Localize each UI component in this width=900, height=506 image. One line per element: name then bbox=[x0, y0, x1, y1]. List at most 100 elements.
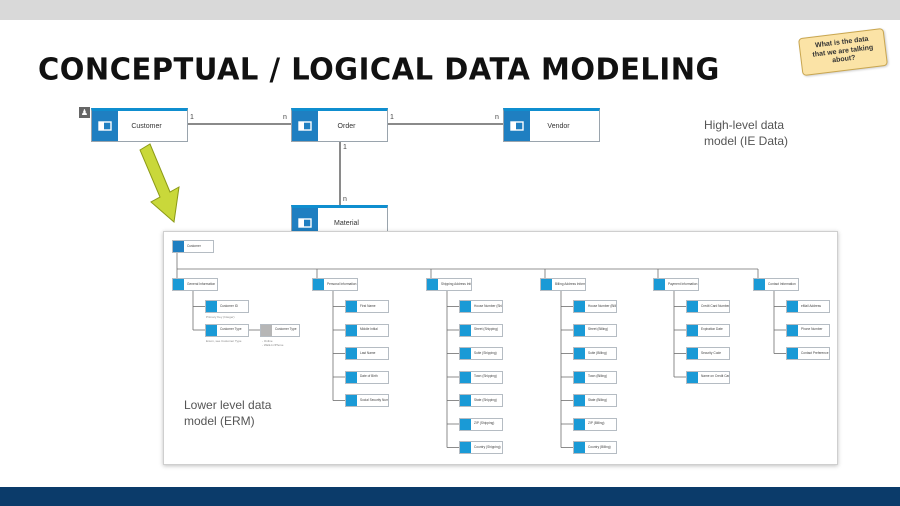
erm-connectors bbox=[176, 253, 786, 448]
erm-attribute-node[interactable]: Last Name bbox=[345, 347, 389, 360]
entity-label: Vendor bbox=[547, 122, 570, 130]
entity-vendor[interactable]: Vendor bbox=[503, 108, 600, 142]
relation-order-vendor bbox=[388, 123, 504, 125]
node-label: Shipping Address Information bbox=[441, 281, 472, 286]
attribute-icon bbox=[787, 348, 798, 359]
node-label: Customer bbox=[187, 243, 201, 248]
node-caption: - Walk-In/Phone bbox=[262, 342, 284, 347]
node-label: Phone Number bbox=[801, 327, 823, 332]
attribute-icon bbox=[460, 442, 471, 453]
attribute-icon bbox=[346, 395, 357, 406]
erm-attribute-node[interactable]: Phone Number bbox=[786, 323, 830, 337]
attribute-icon bbox=[346, 301, 357, 312]
attribute-icon bbox=[206, 301, 217, 312]
erm-attribute-node[interactable]: Street (Shipping) bbox=[459, 323, 503, 337]
entity-label: Customer bbox=[131, 122, 162, 130]
entity-label: Order bbox=[337, 122, 356, 130]
attribute-icon bbox=[460, 348, 471, 359]
attribute-icon bbox=[687, 371, 698, 383]
node-label: State (Billing) bbox=[588, 397, 607, 402]
erm-group-node[interactable]: Personal Information bbox=[312, 278, 358, 291]
erm-attribute-node[interactable]: eMail Address bbox=[786, 300, 830, 313]
node-label: Billing Address Information bbox=[555, 281, 586, 286]
attribute-icon bbox=[574, 324, 585, 336]
attribute-icon bbox=[313, 279, 324, 290]
erm-root-customer[interactable]: Customer bbox=[172, 240, 214, 253]
erm-attribute-node[interactable]: Middle Initial bbox=[345, 323, 389, 337]
attribute-icon bbox=[541, 279, 552, 290]
erm-attribute-node[interactable]: Customer ID bbox=[205, 300, 249, 313]
erm-attribute-node[interactable]: Social Security Number bbox=[345, 394, 389, 407]
erm-attribute-node[interactable]: Date of Birth bbox=[345, 370, 389, 384]
node-caption: - Online bbox=[262, 338, 273, 343]
cardinality-label: 1 bbox=[390, 114, 394, 121]
erm-attribute-node[interactable]: Country (Billing) bbox=[573, 441, 617, 454]
node-label: House Number (Billing) bbox=[588, 303, 617, 308]
erm-subtype-node[interactable]: Customer Type bbox=[260, 323, 300, 337]
entity-order[interactable]: Order bbox=[291, 108, 388, 142]
node-label: Contact Preference bbox=[801, 350, 829, 355]
erm-attribute-node[interactable]: Country (Shipping) bbox=[459, 441, 503, 454]
erm-group-node[interactable]: Contact Information bbox=[753, 278, 799, 291]
attribute-icon bbox=[787, 324, 798, 336]
attribute-icon bbox=[460, 324, 471, 336]
erm-attribute-node[interactable]: House Number (Shipping) bbox=[459, 300, 503, 313]
erm-attribute-node[interactable]: Credit Card Number bbox=[686, 300, 730, 313]
erm-attribute-node[interactable]: State (Shipping) bbox=[459, 394, 503, 407]
node-label: Last Name bbox=[360, 350, 376, 355]
node-label: Social Security Number bbox=[360, 397, 389, 402]
node-label: House Number (Shipping) bbox=[474, 303, 502, 308]
attribute-icon bbox=[460, 418, 471, 430]
node-label: Credit Card Number bbox=[701, 303, 730, 308]
erm-attribute-node[interactable]: Security Code bbox=[686, 347, 730, 360]
attribute-icon bbox=[574, 348, 585, 359]
entity-label: Material bbox=[334, 219, 359, 227]
attribute-icon bbox=[460, 371, 471, 383]
entity-icon bbox=[292, 111, 318, 141]
erm-attribute-node[interactable]: ZIP (Shipping) bbox=[459, 417, 503, 431]
node-label: Country (Shipping) bbox=[474, 444, 501, 449]
slide-title: CONCEPTUAL / LOGICAL DATA MODELING bbox=[38, 51, 720, 87]
node-label: ZIP (Billing) bbox=[588, 421, 605, 426]
erm-attribute-node[interactable]: First Name bbox=[345, 300, 389, 313]
erm-attribute-node[interactable]: Contact Preference bbox=[786, 347, 830, 360]
erm-attribute-node[interactable]: House Number (Billing) bbox=[573, 300, 617, 313]
attribute-icon bbox=[574, 442, 585, 453]
node-label: eMail Address bbox=[801, 303, 822, 308]
bottom-bar bbox=[0, 487, 900, 506]
node-label: Security Code bbox=[701, 350, 722, 355]
erm-attribute-node[interactable]: Customer Type bbox=[205, 323, 249, 337]
cardinality-label: n bbox=[343, 196, 347, 203]
erm-attribute-node[interactable]: Town (Billing) bbox=[573, 370, 617, 384]
erm-group-node[interactable]: Billing Address Information bbox=[540, 278, 586, 291]
attribute-icon bbox=[427, 279, 438, 290]
attribute-icon bbox=[460, 395, 471, 406]
node-label: First Name bbox=[360, 303, 376, 308]
node-label: Street (Billing) bbox=[588, 327, 609, 332]
sticky-note-text: What is the data that we are talking abo… bbox=[812, 35, 874, 65]
attribute-icon bbox=[574, 301, 585, 312]
erm-attribute-node[interactable]: Town (Shipping) bbox=[459, 370, 503, 384]
erm-attribute-node[interactable]: Name on Credit Card bbox=[686, 370, 730, 384]
node-label: Street (Shipping) bbox=[474, 327, 498, 332]
erm-group-node[interactable]: General Information bbox=[172, 278, 218, 291]
erm-attribute-node[interactable]: Suite (Shipping) bbox=[459, 347, 503, 360]
erm-attribute-node[interactable]: Suite (Billing) bbox=[573, 347, 617, 360]
node-label: Suite (Billing) bbox=[588, 350, 607, 355]
cardinality-label: 1 bbox=[190, 114, 194, 121]
erm-group-node[interactable]: Shipping Address Information bbox=[426, 278, 472, 291]
erm-attribute-node[interactable]: ZIP (Billing) bbox=[573, 417, 617, 431]
cardinality-label: n bbox=[495, 114, 499, 121]
node-label: Customer ID bbox=[220, 303, 238, 308]
high-level-note: High-level data model (IE Data) bbox=[704, 118, 789, 148]
erm-attribute-node[interactable]: Street (Billing) bbox=[573, 323, 617, 337]
erm-attribute-node[interactable]: Expiration Date bbox=[686, 323, 730, 337]
entity-icon bbox=[92, 111, 118, 141]
erm-group-node[interactable]: Payment Information bbox=[653, 278, 699, 291]
erm-attribute-node[interactable]: State (Billing) bbox=[573, 394, 617, 407]
node-label: Suite (Shipping) bbox=[474, 350, 497, 355]
user-icon: ♟ bbox=[79, 107, 90, 118]
entity-icon bbox=[504, 111, 530, 141]
entity-customer[interactable]: Customer bbox=[91, 108, 188, 142]
